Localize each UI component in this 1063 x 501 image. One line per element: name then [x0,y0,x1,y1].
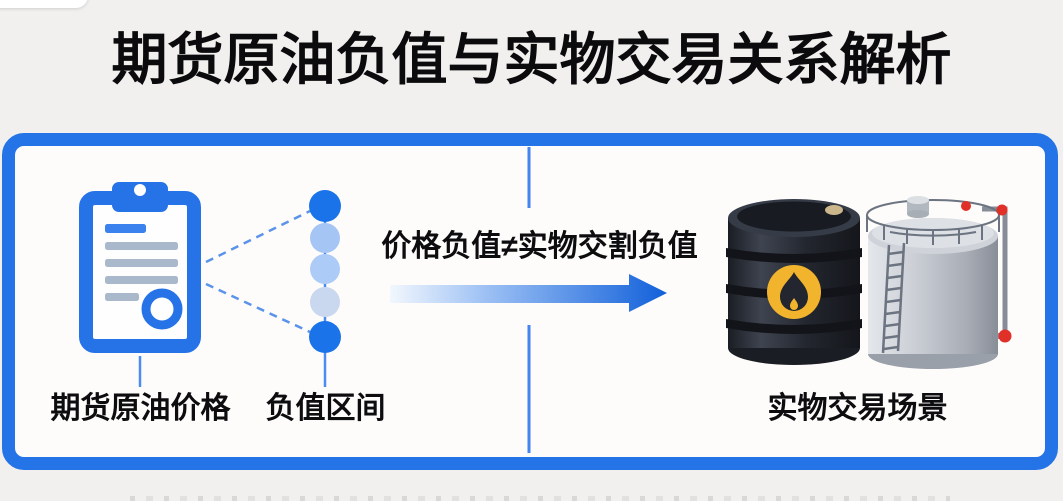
arrow-right-icon [390,274,667,312]
barrel-cap [825,205,843,215]
clipboard-seal [141,288,183,330]
cutoff-text-fragment [130,496,950,501]
relation-statement: 价格负值≠实物交割负值 [381,230,698,263]
valve-red-top-right [996,204,1008,216]
clipboard-icon [79,182,201,353]
dashed-link-bottom [205,282,311,334]
negative-range-chain-icon [309,190,341,353]
negative-range-label: 负值区间 [265,392,386,425]
tank-railing [866,199,1000,245]
corner-card-fragment [0,0,88,8]
clipboard-clip [112,182,168,212]
physical-scene-label: 实物交易场景 [767,392,948,425]
tank-cap [907,196,929,218]
valve-red-top-left [961,201,971,211]
valve-red-bottom [998,329,1012,343]
dashed-link-top [205,209,311,264]
tank-ladder [881,242,906,354]
page-title: 期货原油负值与实物交易关系解析 [111,28,952,91]
oil-barrel-icon [726,199,862,365]
futures-price-label: 期货原油价格 [50,392,231,425]
flame-icon [780,272,808,311]
storage-tank-icon [866,196,1012,369]
